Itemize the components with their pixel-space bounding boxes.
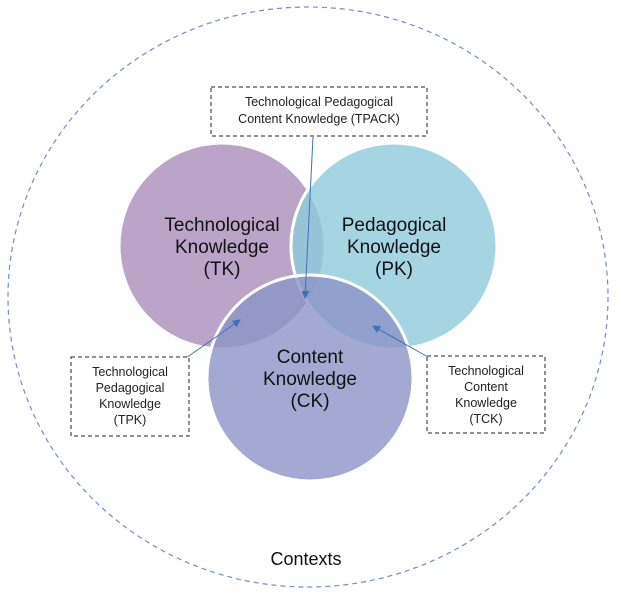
- tpk-callout-line2: Pedagogical: [96, 381, 165, 395]
- tk-label-line2: Knowledge: [175, 237, 269, 258]
- tpack-arrow: [301, 136, 314, 299]
- ck-label-line2: Knowledge: [263, 369, 357, 390]
- ck-label-line1: Content: [277, 347, 344, 368]
- tck-callout-line3: Knowledge: [455, 396, 517, 410]
- tpack-callout-line1: Technological Pedagogical: [245, 95, 393, 109]
- tk-label: Technological Knowledge (TK): [164, 215, 279, 280]
- ck-label-line3: (CK): [290, 391, 329, 412]
- tpack-callout: Technological Pedagogical Content Knowle…: [210, 86, 428, 137]
- pk-label-line3: (PK): [375, 259, 413, 280]
- tck-callout-line2: Content: [464, 380, 508, 394]
- tpk-callout-line4: (TPK): [114, 413, 147, 427]
- pk-label-line2: Knowledge: [347, 237, 441, 258]
- tpk-callout: Technological Pedagogical Knowledge (TPK…: [70, 356, 190, 437]
- tpk-arrow: [185, 319, 241, 359]
- tck-callout: Technological Content Knowledge (TCK): [426, 355, 546, 434]
- tpk-callout-box: [70, 356, 190, 437]
- tpack-callout-box: [210, 86, 428, 137]
- tpk-callout-line3: Knowledge: [99, 397, 161, 411]
- pk-label: Pedagogical Knowledge (PK): [342, 215, 447, 280]
- ck-label: Content Knowledge (CK): [263, 347, 357, 412]
- tpack-callout-line2: Content Knowledge (TPACK): [238, 112, 400, 126]
- tck-callout-box: [426, 355, 546, 434]
- contexts-boundary: [7, 6, 609, 588]
- tck-callout-line4: (TCK): [469, 412, 502, 426]
- content-knowledge-circle: [205, 273, 415, 483]
- tck-callout-line1: Technological: [448, 364, 524, 378]
- tpk-callout-line1: Technological: [92, 365, 168, 379]
- tk-label-line1: Technological: [164, 215, 279, 236]
- pk-label-line1: Pedagogical: [342, 215, 447, 236]
- tck-arrow: [372, 325, 429, 358]
- tk-label-line3: (TK): [204, 259, 241, 280]
- contexts-label: Contexts: [270, 549, 341, 569]
